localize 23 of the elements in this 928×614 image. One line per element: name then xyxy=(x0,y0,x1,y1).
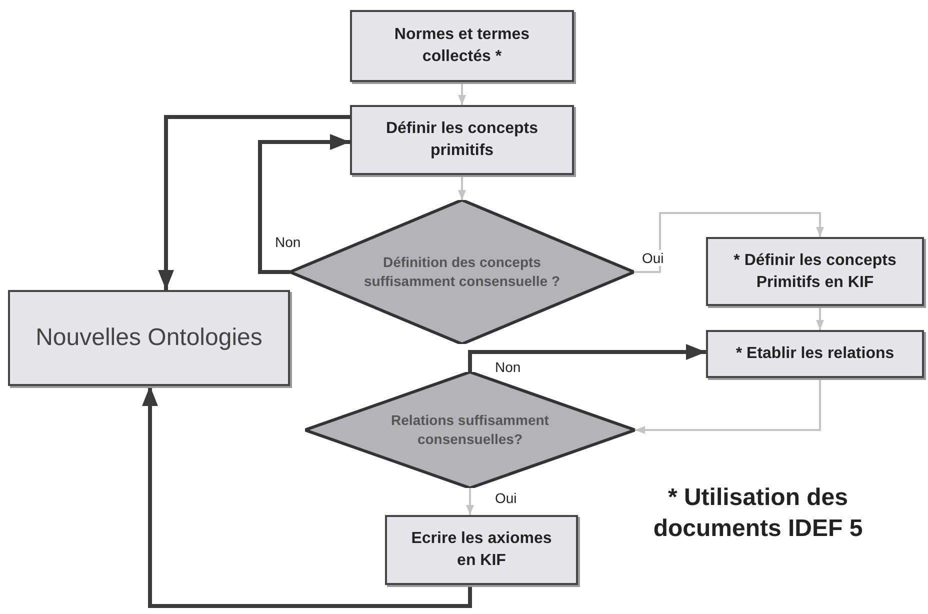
process-box: Nouvelles Ontologies xyxy=(8,290,290,386)
edge-label: Oui xyxy=(641,250,665,266)
decision-text: Relations suffisamment consensuelles? xyxy=(390,411,550,449)
decision-text: Définition des concepts suffisamment consensuelle ? xyxy=(362,253,562,291)
edge-label: Non xyxy=(274,234,302,250)
process-box: * Etablir les relations xyxy=(706,330,924,378)
process-box: Ecrire les axiomes en KIF xyxy=(385,515,578,585)
arrow xyxy=(468,344,706,372)
arrow xyxy=(458,175,466,200)
arrow xyxy=(816,306,824,330)
arrow xyxy=(158,115,350,290)
edge-label: Non xyxy=(494,359,522,375)
arrow xyxy=(635,378,821,434)
footnote: * Utilisation des documents IDEF 5 xyxy=(652,483,864,544)
process-box: Définir les concepts primitifs xyxy=(350,105,574,175)
arrow xyxy=(466,488,474,515)
arrow xyxy=(458,82,466,105)
process-box: * Définir les concepts Primitifs en KIF xyxy=(706,237,924,306)
edge-label: Oui xyxy=(494,490,518,506)
arrow xyxy=(142,386,472,608)
arrow xyxy=(258,134,350,274)
process-box: Normes et termes collectés * xyxy=(350,10,574,82)
arrow xyxy=(634,212,824,273)
